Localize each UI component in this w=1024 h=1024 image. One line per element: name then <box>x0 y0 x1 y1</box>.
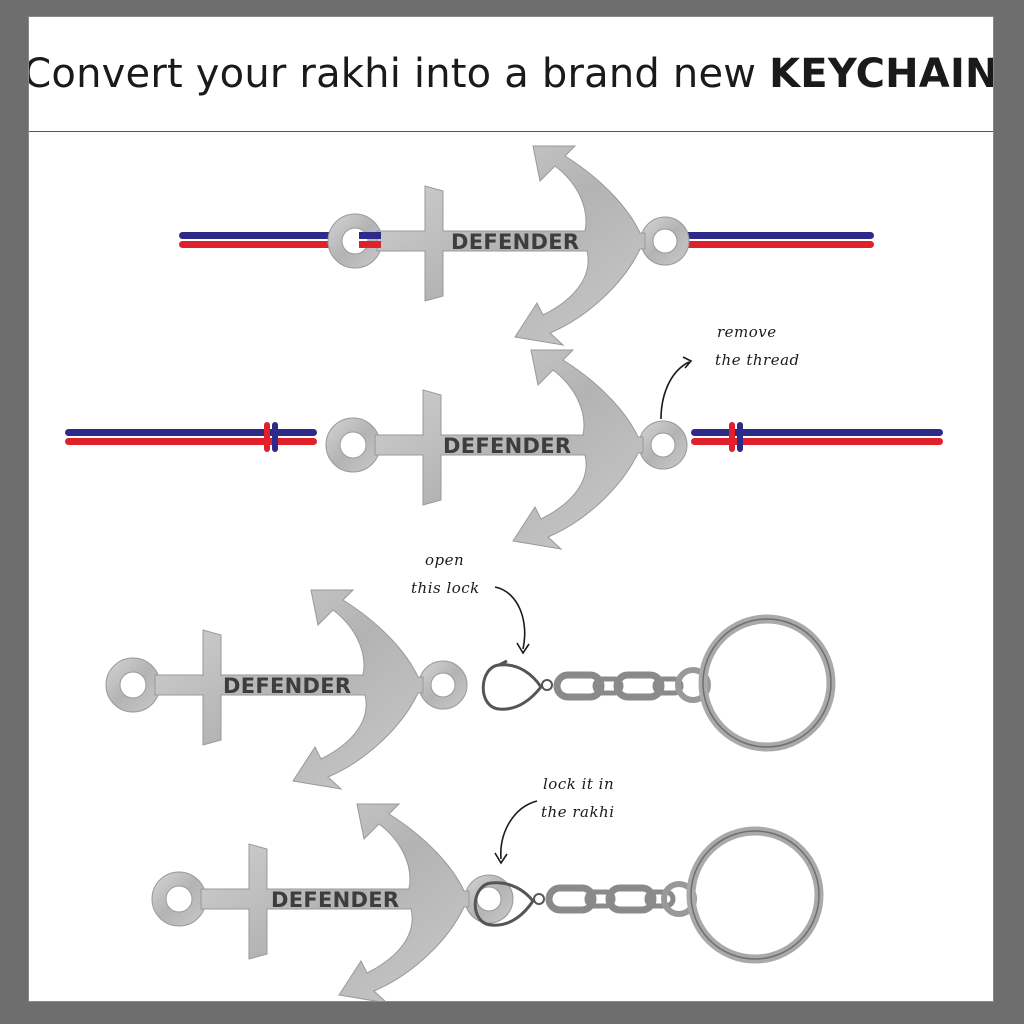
thread-blue-right <box>691 429 943 436</box>
arrow-head <box>494 852 508 865</box>
brand-label: DEFENDER <box>223 674 351 698</box>
anchor-charm: DEFENDER <box>105 589 468 790</box>
brand-label: DEFENDER <box>271 888 399 912</box>
anchor-charm: DEFENDER <box>151 803 514 1001</box>
page-title: Convert your rakhi into a brand new KEYC… <box>28 51 994 97</box>
chain-links <box>553 671 684 701</box>
thread-blue-right <box>644 232 874 239</box>
step-thread-removed: DEFENDER remove the thread <box>65 323 943 550</box>
thread-red-right <box>644 241 874 248</box>
chain-links <box>545 884 676 914</box>
note-lockin-line2: the rakhi <box>541 803 615 821</box>
key-ring-edge <box>690 830 820 960</box>
thread-red-left <box>359 241 381 248</box>
arrow-head <box>516 642 530 655</box>
arrow-head <box>682 356 693 369</box>
instruction-panel: Convert your rakhi into a brand new KEYC… <box>28 16 994 1002</box>
lobster-clasp <box>473 881 545 927</box>
step-lock-opened: DEFENDER open this lock <box>105 551 836 790</box>
thread-knot <box>272 422 278 452</box>
thread-red-right <box>691 438 943 445</box>
arrow-remove <box>660 361 690 420</box>
note-remove-line1: remove <box>717 323 777 341</box>
arrow-open <box>494 586 526 650</box>
note-remove-line2: the thread <box>715 351 800 369</box>
note-open-line2: this lock <box>411 579 480 597</box>
key-ring-edge <box>702 618 832 748</box>
arrow-lockin <box>500 800 538 860</box>
title-emphasis: KEYCHAIN <box>769 51 994 97</box>
thread-knot <box>737 422 743 452</box>
note-lockin-line1: lock it in <box>543 775 614 793</box>
small-ring <box>675 667 711 703</box>
brand-label: DEFENDER <box>443 434 571 458</box>
thread-red-left <box>65 438 317 445</box>
thread-blue-left <box>359 232 381 239</box>
brand-label: DEFENDER <box>451 230 579 254</box>
anchor-charm: DEFENDER <box>327 145 690 346</box>
thread-blue-left <box>65 429 317 436</box>
lobster-clasp <box>481 659 553 711</box>
title-lead: Convert your rakhi into a brand new <box>28 51 757 97</box>
steps-illustration: DEFENDER DEFENDER remove the thread <box>65 145 943 1001</box>
title-bar: Convert your rakhi into a brand new KEYC… <box>29 17 993 132</box>
anchor-charm: DEFENDER <box>325 349 688 550</box>
step-keychain-assembled: DEFENDER lock it in the rakhi <box>151 775 824 1001</box>
step-rakhi-with-thread: DEFENDER <box>179 145 874 346</box>
note-open-line1: open <box>425 551 464 569</box>
thread-knot <box>264 422 270 452</box>
thread-knot <box>729 422 735 452</box>
